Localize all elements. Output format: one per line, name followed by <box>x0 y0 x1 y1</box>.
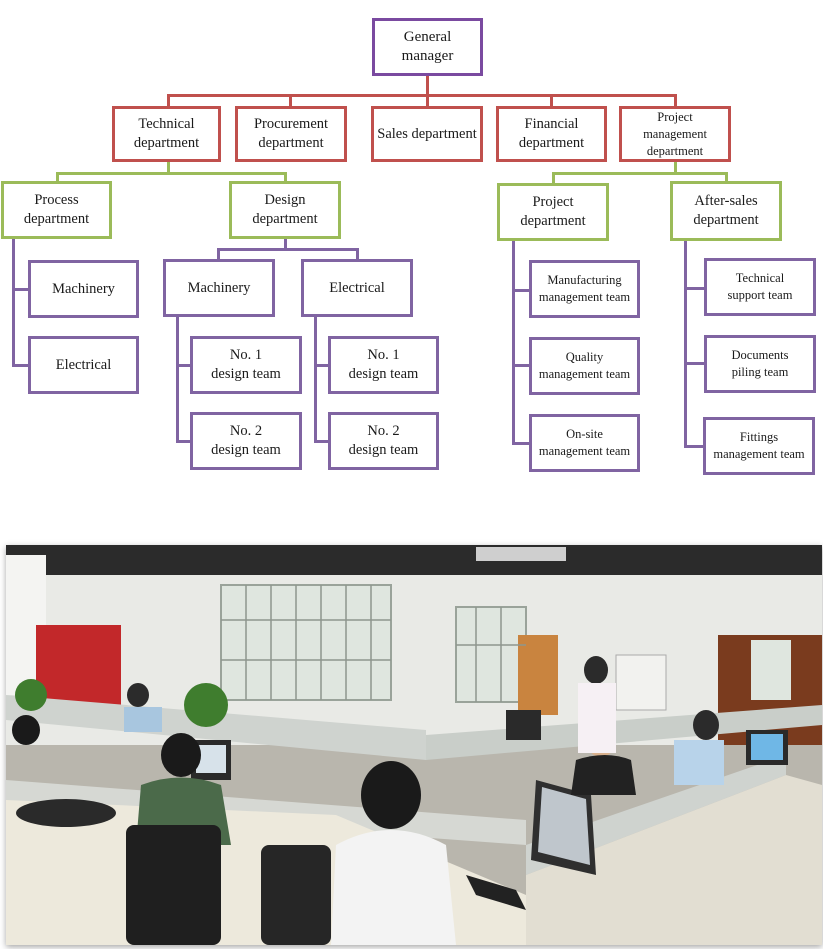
connector <box>684 240 687 447</box>
connector <box>550 94 553 108</box>
connector <box>684 287 706 290</box>
node-design-machinery: Machinery <box>163 259 275 317</box>
plant <box>184 683 228 727</box>
cabinet <box>615 654 667 711</box>
node-machinery-design-team-2: No. 2 design team <box>190 412 302 470</box>
connector <box>176 364 192 367</box>
connector <box>314 440 330 443</box>
window <box>220 584 392 701</box>
partition <box>426 705 822 760</box>
node-process-department: Process department <box>1 181 112 239</box>
person-dark-shirt <box>571 755 636 795</box>
connector <box>674 160 677 174</box>
person-white-shirt <box>331 830 456 945</box>
node-technical-department: Technical department <box>112 106 221 162</box>
connector <box>176 315 179 442</box>
connector <box>314 315 317 442</box>
connector <box>56 172 286 175</box>
connector <box>284 237 287 250</box>
node-project-management-department: Project management department <box>619 106 731 162</box>
node-electrical-design-team-2: No. 2 design team <box>328 412 439 470</box>
connector <box>552 172 555 185</box>
connector <box>426 94 429 108</box>
node-sales-department: Sales department <box>371 106 483 162</box>
red-cabinet <box>36 625 121 705</box>
connector <box>512 239 515 445</box>
connector <box>289 94 292 108</box>
node-design-electrical: Electrical <box>301 259 413 317</box>
org-chart: General manager Technical department Pro… <box>1 18 816 475</box>
connector <box>684 362 706 365</box>
connector <box>512 364 531 367</box>
node-technical-support-team: Technical support team <box>704 258 816 316</box>
connector <box>674 94 677 108</box>
node-onsite-management-team: On-site management team <box>529 414 640 472</box>
connector <box>684 445 706 448</box>
monitor-screen <box>196 745 226 773</box>
node-aftersales-department: After-sales department <box>670 181 782 241</box>
connector <box>167 94 170 108</box>
connector <box>725 172 728 183</box>
connector <box>512 442 531 445</box>
partition <box>6 695 426 760</box>
node-process-electrical: Electrical <box>28 336 139 394</box>
node-financial-department: Financial department <box>496 106 607 162</box>
monitor-screen <box>538 787 590 865</box>
person-hair <box>127 683 149 707</box>
monitor <box>506 710 541 740</box>
node-documents-piling-team: Documents piling team <box>704 335 816 393</box>
office-chair <box>126 825 221 945</box>
connector <box>12 238 15 366</box>
node-process-machinery: Machinery <box>28 260 139 318</box>
person-hair <box>12 715 40 745</box>
connector <box>217 248 358 251</box>
node-design-department: Design department <box>229 181 341 239</box>
connector <box>356 248 359 261</box>
connector <box>426 75 429 95</box>
doorway-window <box>751 640 791 700</box>
person-hair <box>161 733 201 777</box>
bag <box>16 799 116 827</box>
node-quality-management-team: Quality management team <box>529 337 640 395</box>
wooden-door <box>518 635 558 715</box>
node-procurement-department: Procurement department <box>235 106 347 162</box>
connector <box>552 172 728 175</box>
ceiling-vent <box>476 547 566 561</box>
person-standing-shirt <box>578 683 616 753</box>
node-machinery-design-team-1: No. 1 design team <box>190 336 302 394</box>
node-fittings-management-team: Fittings management team <box>703 417 815 475</box>
person-hair <box>361 761 421 829</box>
window <box>455 606 527 703</box>
connector <box>167 160 170 174</box>
connector <box>284 172 287 183</box>
connector <box>12 364 30 367</box>
desk <box>526 775 822 945</box>
connector <box>167 94 676 97</box>
node-electrical-design-team-1: No. 1 design team <box>328 336 439 394</box>
connector <box>176 440 192 443</box>
node-manufacturing-management-team: Manufacturing management team <box>529 260 640 318</box>
person-hair <box>584 656 608 684</box>
person-hair <box>693 710 719 740</box>
connector <box>217 248 220 261</box>
office-chair <box>261 845 331 945</box>
plant <box>15 679 47 711</box>
window-bars <box>221 585 526 702</box>
keyboard <box>466 875 526 910</box>
office-photo <box>6 545 822 945</box>
connector <box>12 288 30 291</box>
node-general-manager: General manager <box>372 18 483 76</box>
connector <box>314 364 330 367</box>
connector <box>56 172 59 183</box>
person-blue-shirt <box>124 707 162 732</box>
office-illustration <box>6 545 822 945</box>
connector <box>512 289 531 292</box>
monitor-screen <box>751 734 783 760</box>
person-blue-shirt <box>674 740 724 785</box>
node-project-department: Project department <box>497 183 609 241</box>
